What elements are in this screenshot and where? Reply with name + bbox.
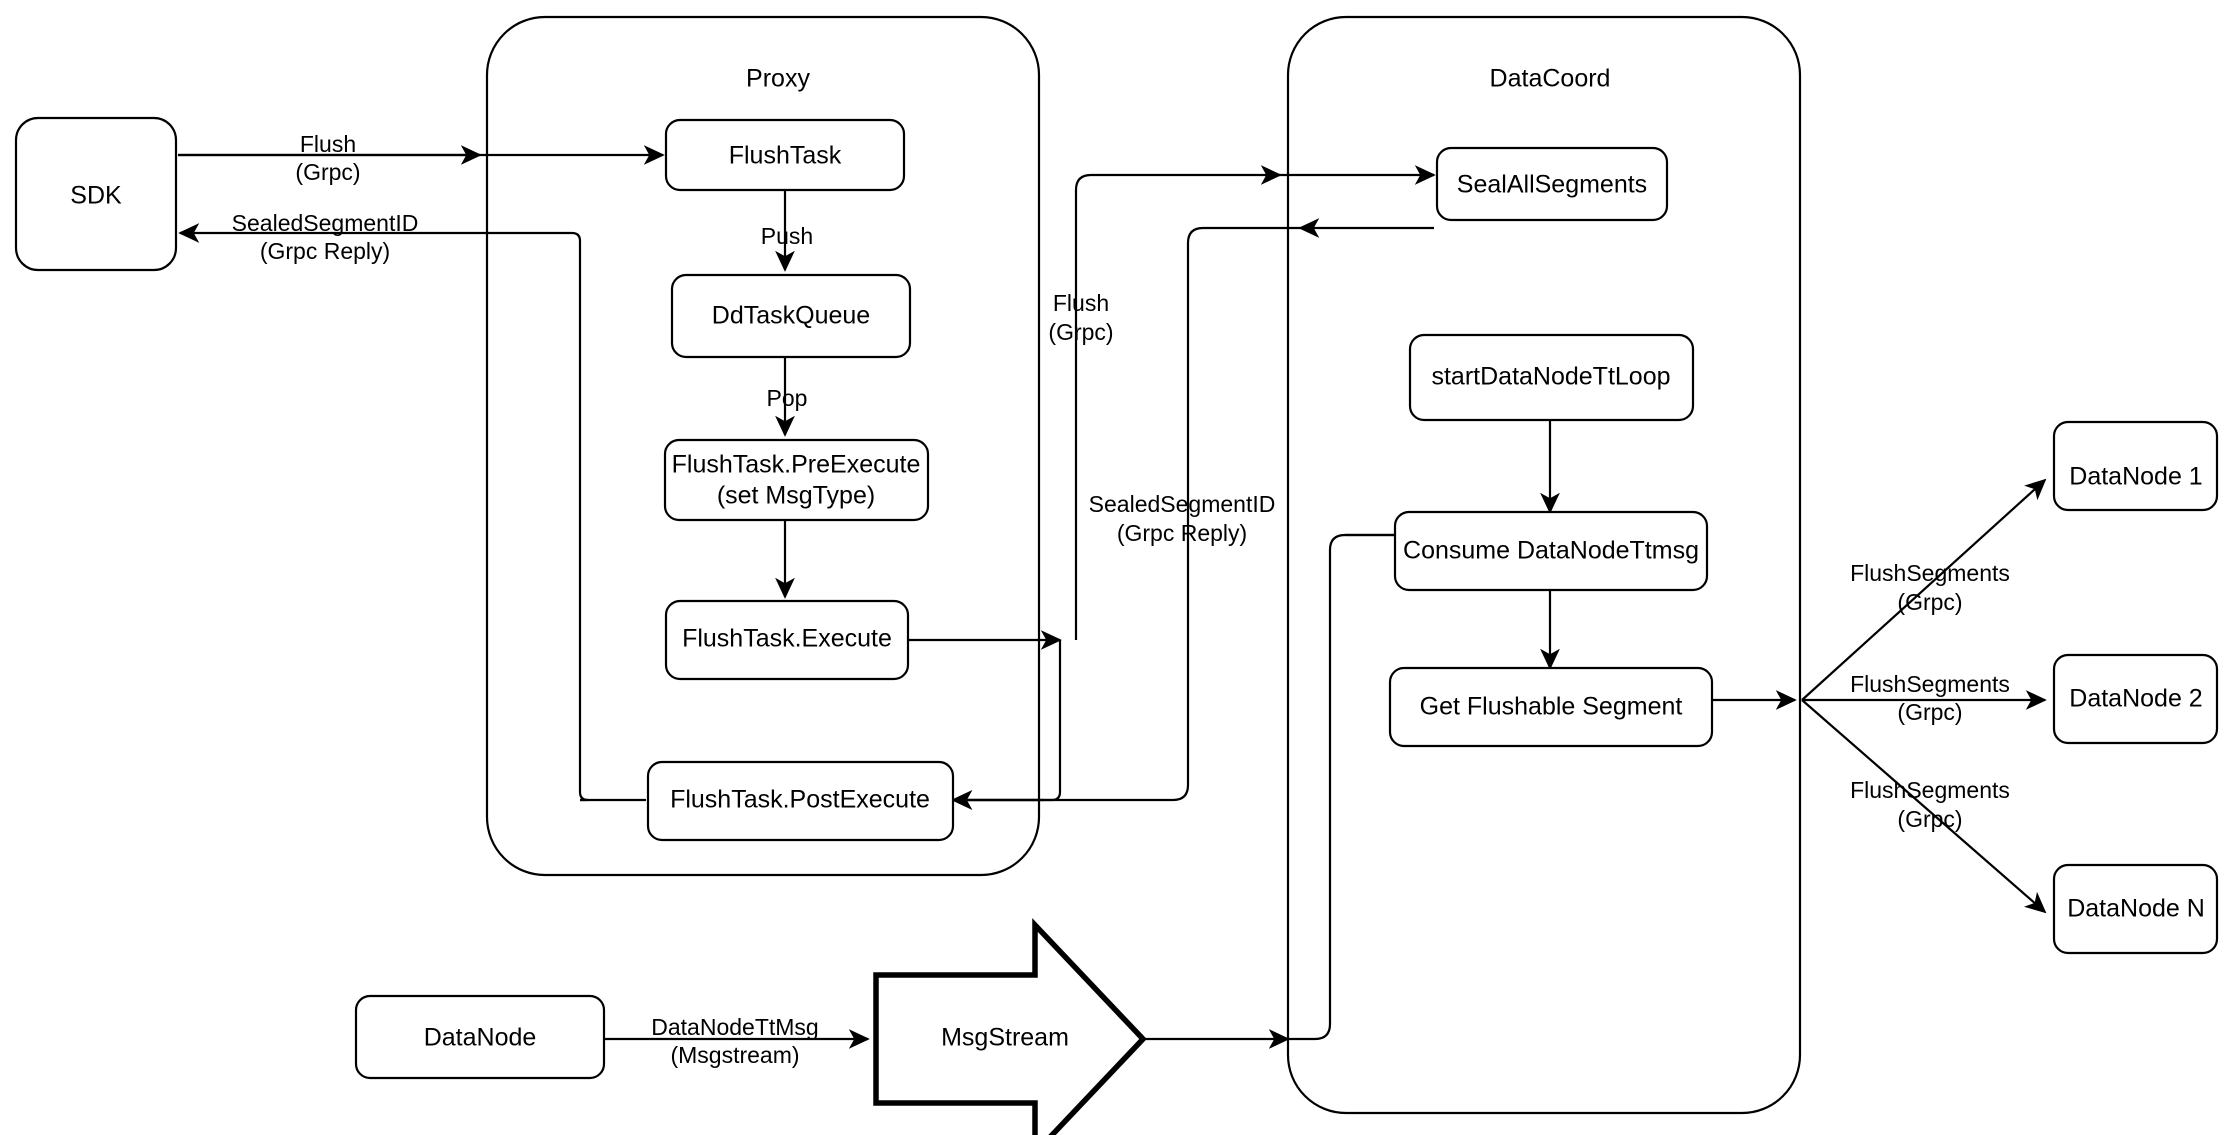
execute-label: FlushTask.Execute bbox=[682, 625, 892, 653]
datanode-2-label: DataNode 2 bbox=[2069, 685, 2202, 713]
flushsegments-1-label-line2: (Grpc) bbox=[1897, 589, 1962, 615]
node-get-flushable-segment[interactable]: Get Flushable Segment bbox=[1388, 666, 1714, 748]
datanode-bottom-label: DataNode bbox=[424, 1024, 537, 1052]
edge-hub-to-datanoden bbox=[1801, 699, 2047, 914]
sealedsegmentid-reply-label-line2: (Grpc Reply) bbox=[260, 238, 390, 264]
get-flushable-segment-label: Get Flushable Segment bbox=[1420, 693, 1683, 721]
proxy-container-title: Proxy bbox=[746, 65, 810, 93]
node-datanode-bottom[interactable]: DataNode bbox=[354, 994, 606, 1080]
node-datanode-2[interactable]: DataNode 2 bbox=[2052, 653, 2219, 745]
container-datacoord: DataCoord bbox=[1286, 15, 1802, 1115]
consume-datanode-ttmsg-box[interactable] bbox=[1393, 510, 1709, 592]
pop-label: Pop bbox=[767, 385, 808, 411]
sdk-label: SDK bbox=[70, 182, 122, 210]
push-label: Push bbox=[761, 223, 813, 249]
start-datanode-ttloop-box[interactable] bbox=[1408, 333, 1695, 422]
postexecute-label: FlushTask.PostExecute bbox=[670, 786, 930, 814]
datanode-bottom-box[interactable] bbox=[354, 994, 606, 1080]
flushtask-label: FlushTask bbox=[729, 142, 842, 170]
sealedsegmentid-reply-label-line1: SealedSegmentID bbox=[232, 210, 419, 236]
msgstream-label: MsgStream bbox=[941, 1024, 1069, 1052]
edge-postexecute-to-sdk-route bbox=[448, 231, 590, 802]
datanode-ttmsg-label-line2: (Msgstream) bbox=[670, 1042, 799, 1068]
edge-datacoord-ttmsg-route bbox=[1288, 533, 1420, 1041]
flushsegments-n-label-line1: FlushSegments bbox=[1850, 777, 2010, 803]
edge-execute-up-route bbox=[1074, 173, 1265, 640]
edge-label-flushsegments-1: FlushSegments (Grpc) bbox=[1850, 560, 2010, 615]
node-flushtask-execute[interactable]: FlushTask.Execute bbox=[664, 599, 910, 681]
ddtaskqueue-label: DdTaskQueue bbox=[712, 302, 870, 330]
flushtask-box[interactable] bbox=[664, 118, 906, 192]
flush-grpc-label-line1: Flush bbox=[300, 131, 356, 157]
edge-label-proxy-to-sdk: SealedSegmentID (Grpc Reply) bbox=[232, 210, 419, 264]
flushsegments-1-label-line1: FlushSegments bbox=[1850, 560, 2010, 586]
flushsegments-2-label-line2: (Grpc) bbox=[1897, 699, 1962, 725]
ddtaskqueue-box[interactable] bbox=[670, 273, 912, 359]
datanode-n-label: DataNode N bbox=[2067, 895, 2205, 923]
flushsegments-2-label-line1: FlushSegments bbox=[1850, 671, 2010, 697]
sealallsegments-box[interactable] bbox=[1435, 146, 1669, 222]
preexecute-label-line1: FlushTask.PreExecute bbox=[672, 451, 921, 479]
datanode-2-box[interactable] bbox=[2052, 653, 2219, 745]
flush-coord-label-line1: Flush bbox=[1053, 290, 1109, 316]
start-datanode-ttloop-label: startDataNodeTtLoop bbox=[1431, 363, 1670, 391]
edge-inner-return-leg bbox=[953, 640, 1062, 802]
msgstream-arrow-shape[interactable] bbox=[873, 918, 1147, 1135]
edge-label-proxy-to-coord: Flush (Grpc) bbox=[1048, 290, 1113, 345]
edge-label-flushsegments-n: FlushSegments (Grpc) bbox=[1850, 777, 2010, 832]
edge-label-datanode-ttmsg: DataNodeTtMsg (Msgstream) bbox=[651, 1014, 818, 1068]
preexecute-box[interactable] bbox=[663, 438, 930, 522]
proxy-container-border bbox=[485, 15, 1041, 877]
datacoord-container-title: DataCoord bbox=[1490, 65, 1611, 93]
node-ddtaskqueue[interactable]: DdTaskQueue bbox=[670, 273, 912, 359]
node-flushtask-preexecute[interactable]: FlushTask.PreExecute (set MsgType) bbox=[663, 438, 930, 522]
datanode-1-box[interactable] bbox=[2052, 420, 2219, 512]
node-datanode-n[interactable]: DataNode N bbox=[2052, 863, 2219, 955]
get-flushable-segment-box[interactable] bbox=[1388, 666, 1714, 748]
sdk-box[interactable] bbox=[14, 116, 178, 272]
datanode-n-box[interactable] bbox=[2052, 863, 2219, 955]
datacoord-container-border bbox=[1286, 15, 1802, 1115]
execute-box[interactable] bbox=[664, 599, 910, 681]
edge-sealedsegmentid-route-down bbox=[1055, 226, 1300, 802]
flush-grpc-label-line2: (Grpc) bbox=[295, 159, 360, 185]
node-start-datanode-ttloop[interactable]: startDataNodeTtLoop bbox=[1408, 333, 1695, 422]
edge-label-sdk-to-proxy: Flush (Grpc) bbox=[295, 131, 360, 185]
node-sealallsegments[interactable]: SealAllSegments bbox=[1435, 146, 1669, 222]
consume-datanode-ttmsg-label: Consume DataNodeTtmsg bbox=[1403, 537, 1699, 565]
flush-coord-label-line2: (Grpc) bbox=[1048, 319, 1113, 345]
edge-label-flushsegments-2: FlushSegments (Grpc) bbox=[1850, 671, 2010, 725]
datanode-ttmsg-label-line1: DataNodeTtMsg bbox=[651, 1014, 818, 1040]
node-flushtask-postexecute[interactable]: FlushTask.PostExecute bbox=[646, 760, 955, 842]
sealedsegmentid-coord-label-line2: (Grpc Reply) bbox=[1117, 520, 1247, 546]
datanode-1-label: DataNode 1 bbox=[2069, 463, 2202, 491]
edge-hub-to-datanode1 bbox=[1801, 478, 2047, 701]
postexecute-box[interactable] bbox=[646, 760, 955, 842]
sealedsegmentid-coord-label-line1: SealedSegmentID bbox=[1089, 491, 1276, 517]
node-datanode-1[interactable]: DataNode 1 bbox=[2052, 420, 2219, 512]
node-sdk[interactable]: SDK bbox=[14, 116, 178, 272]
container-proxy: Proxy bbox=[485, 15, 1041, 877]
preexecute-label-line2: (set MsgType) bbox=[717, 482, 875, 510]
node-flushtask[interactable]: FlushTask bbox=[664, 118, 906, 192]
sealallsegments-label: SealAllSegments bbox=[1457, 171, 1647, 199]
edge-label-coord-to-proxy: SealedSegmentID (Grpc Reply) bbox=[1089, 491, 1276, 546]
node-msgstream[interactable]: MsgStream bbox=[873, 918, 1147, 1135]
flushsegments-n-label-line2: (Grpc) bbox=[1897, 806, 1962, 832]
node-consume-datanode-ttmsg[interactable]: Consume DataNodeTtmsg bbox=[1393, 510, 1709, 592]
